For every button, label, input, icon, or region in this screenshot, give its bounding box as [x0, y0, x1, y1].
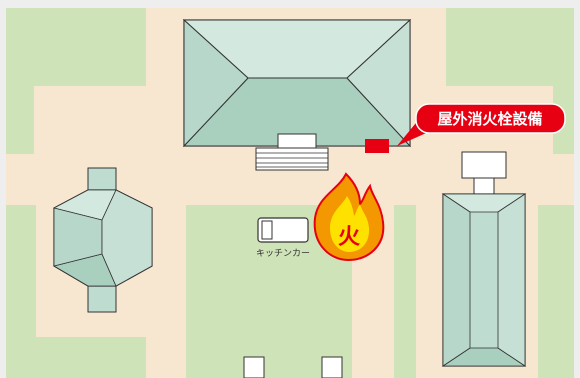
fire-icon: 火 [313, 172, 385, 262]
lawn-top-left [6, 8, 146, 86]
fire-symbol: 火 [338, 225, 360, 250]
entrance-steps [255, 133, 329, 171]
lawn-bottom-left [6, 337, 146, 378]
lawn-right-mid [538, 205, 574, 378]
left-building [52, 167, 153, 313]
lawn-center-right [394, 205, 416, 378]
hydrant-callout: 屋外消火栓設備 [397, 103, 566, 146]
lawn-top-right [446, 8, 574, 86]
lawn-left-mid [6, 205, 36, 337]
hydrant-marker [365, 139, 389, 153]
bottom-post-right [321, 356, 343, 378]
lawn-left-strip [6, 86, 34, 154]
bottom-post-left [243, 356, 265, 378]
hydrant-callout-label: 屋外消火栓設備 [437, 110, 542, 128]
kitchen-car-label: キッチンカー [256, 248, 310, 259]
right-building [441, 151, 527, 367]
main-building [182, 18, 412, 148]
kitchen-car-icon: キッチンカー [256, 217, 310, 259]
